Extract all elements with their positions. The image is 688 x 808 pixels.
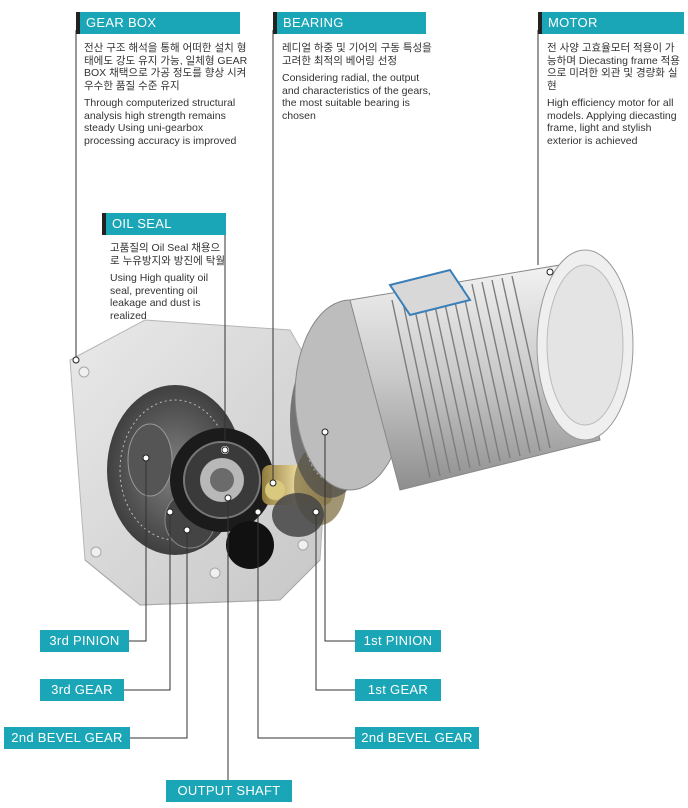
oil-seal-en-text: Using High quality oil seal, preventing … [110, 272, 209, 322]
label-output-shaft: OUTPUT SHAFT [166, 780, 292, 802]
motor-title: MOTOR [538, 12, 684, 34]
motor-en-text: High efficiency motor for all models. Ap… [547, 97, 677, 147]
oil-seal-kr-text: 고품질의 Oil Seal 채용으로 누유방지와 방진에 탁월 [110, 242, 226, 267]
label-1st-gear: 1st GEAR [355, 679, 441, 701]
motor-kr-text: 전 사양 고효율모터 적용이 가능하며 Diecasting frame 적용으… [547, 42, 680, 92]
output-shaft-dark-cap [226, 521, 274, 569]
label-3rd-gear: 3rd GEAR [40, 679, 124, 701]
label-2nd-bevel-gear-right: 2nd BEVEL GEAR [355, 727, 479, 749]
gear-box-en-text: Through computerized structural analysis… [84, 97, 237, 147]
second-bevel-gear-right [272, 493, 324, 537]
leader-dots [72, 268, 554, 534]
oil-seal-title: OIL SEAL [102, 213, 226, 235]
gear-box-title: GEAR BOX [76, 12, 240, 34]
gear-box-kr-text: 전산 구조 해석을 통해 어떠한 설치 형태에도 강도 유지 가능, 일체형 G… [84, 42, 248, 92]
label-3rd-pinion: 3rd PINION [40, 630, 129, 652]
label-2nd-bevel-gear-left: 2nd BEVEL GEAR [4, 727, 130, 749]
leader-lines [75, 30, 539, 780]
bearing-title: BEARING [273, 12, 426, 34]
bearing-kr-text: 레디얼 하중 및 기어의 구동 특성을 고려한 최적의 베어링 선정 [282, 42, 432, 67]
label-1st-pinion: 1st PINION [355, 630, 441, 652]
oil-seal-ring [170, 428, 274, 532]
bearing-en-text: Considering radial, the output and chara… [282, 72, 431, 122]
gear-box-description: 전산 구조 해석을 통해 어떠한 설치 형태에도 강도 유지 가능, 일체형 G… [84, 42, 249, 152]
bearing-description: 레디얼 하중 및 기어의 구동 특성을 고려한 최적의 베어링 선정 Consi… [282, 42, 432, 127]
motor-description: 전 사양 고효율모터 적용이 가능하며 Diecasting frame 적용으… [547, 42, 682, 152]
oil-seal-description: 고품질의 Oil Seal 채용으로 누유방지와 방진에 탁월 Using Hi… [110, 242, 225, 327]
motor-body [349, 249, 634, 491]
